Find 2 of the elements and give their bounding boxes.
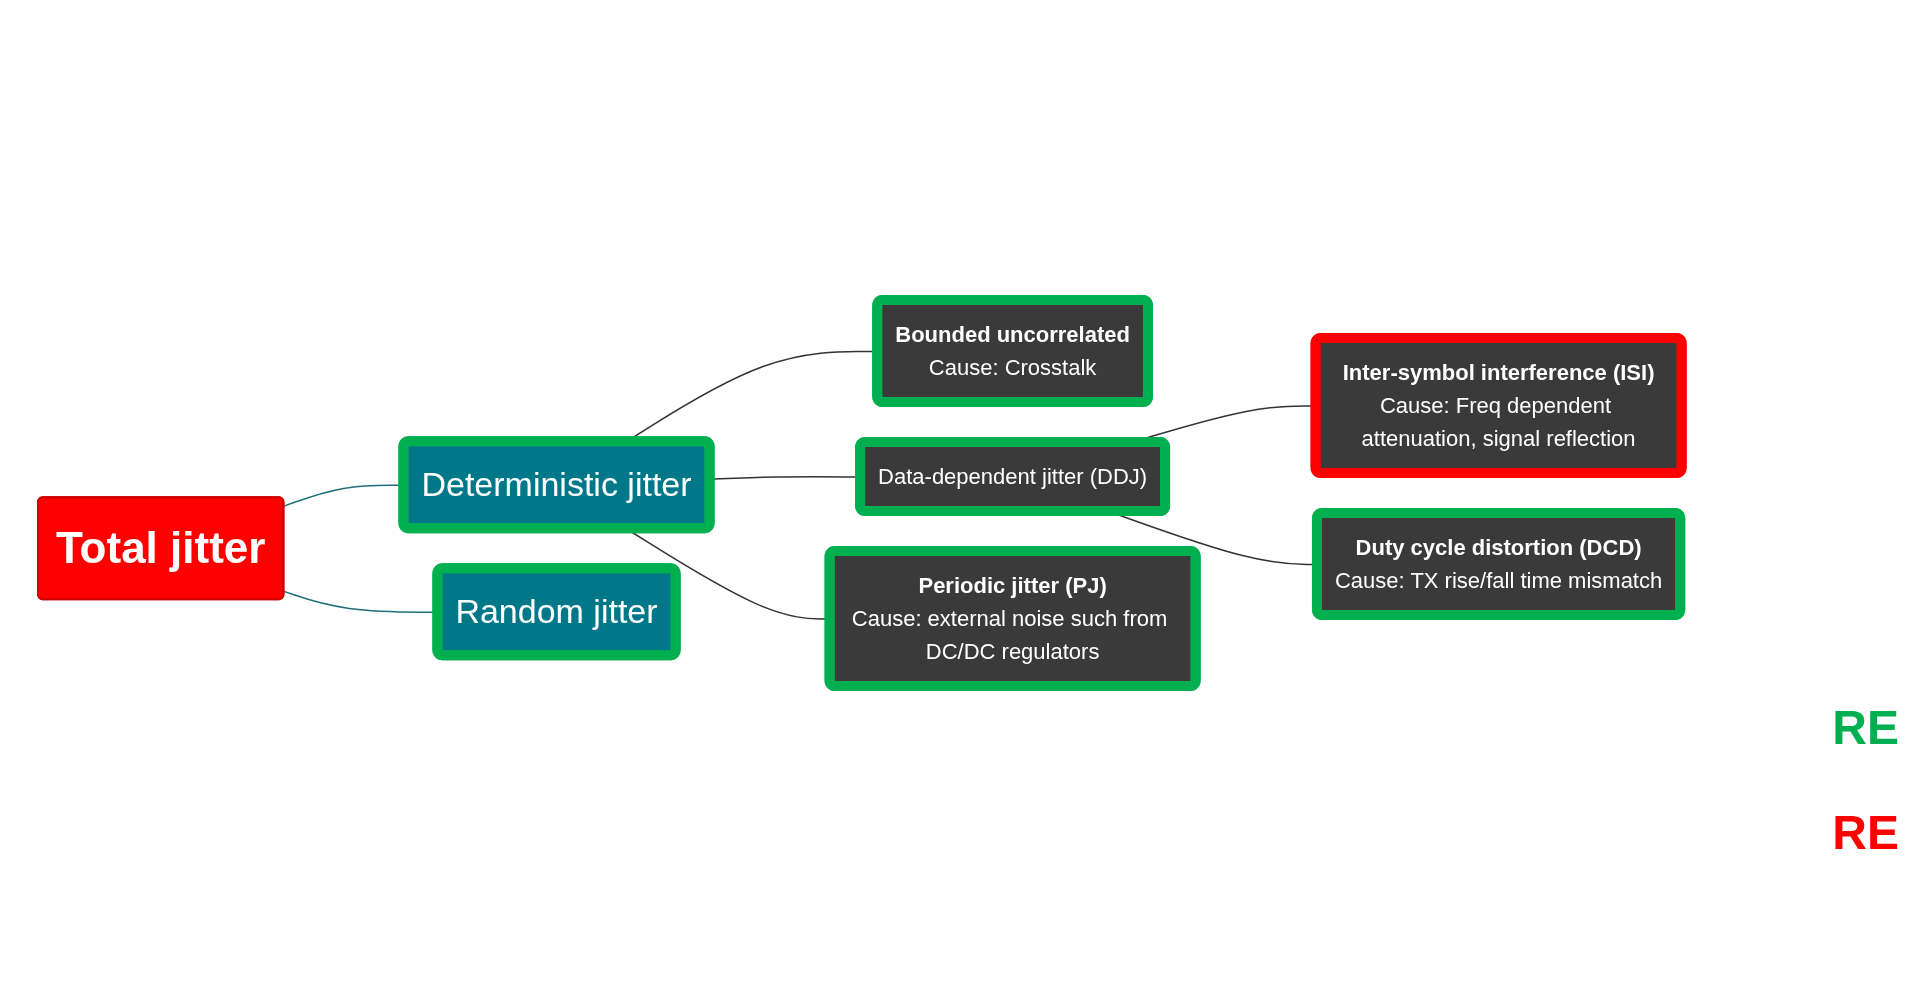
note-text: RE	[1832, 700, 1899, 755]
note-text: RE	[1832, 805, 1899, 860]
